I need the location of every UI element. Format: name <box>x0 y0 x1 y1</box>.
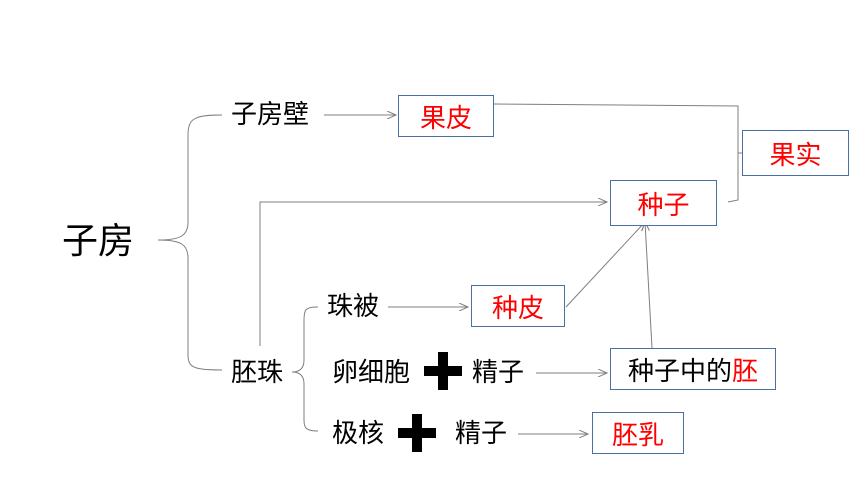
seed-box: 种子 <box>610 180 717 226</box>
fruit-label: 果实 <box>769 140 822 171</box>
pericarp-label: 果皮 <box>419 103 472 134</box>
arrow-ovule-to-seed <box>259 202 607 346</box>
brace-ovary <box>157 114 223 371</box>
egg-cell-label: 卵细胞 <box>332 358 411 388</box>
ovary-wall-label: 子房壁 <box>231 100 310 130</box>
embryo-highlight-label: 胚 <box>732 356 759 387</box>
seed-label: 种子 <box>637 190 690 221</box>
fruit-box: 果实 <box>742 130 849 176</box>
polar-nuclei-label: 极核 <box>332 419 385 449</box>
embryo-box: 种子中的胚 <box>610 348 776 390</box>
brace-ovule <box>291 306 319 432</box>
ovary-label: 子房 <box>62 221 135 262</box>
pericarp-box: 果皮 <box>398 95 494 137</box>
endosperm-box: 胚乳 <box>592 412 684 454</box>
arrow-embryo-to-seed <box>645 222 653 349</box>
seed-coat-label: 种皮 <box>491 293 544 324</box>
plus-icon <box>398 414 436 452</box>
ovule-label: 胚珠 <box>231 358 284 388</box>
endosperm-label: 胚乳 <box>611 420 664 451</box>
embryo-prefix-label: 种子中的 <box>627 356 732 387</box>
sperm-label-2: 精子 <box>455 419 508 449</box>
arrow-coat-to-seed <box>565 222 645 308</box>
sperm-label-1: 精子 <box>472 358 525 388</box>
integument-label: 珠被 <box>327 292 380 322</box>
seed-coat-box: 种皮 <box>471 285 565 327</box>
plus-icon <box>424 352 462 390</box>
